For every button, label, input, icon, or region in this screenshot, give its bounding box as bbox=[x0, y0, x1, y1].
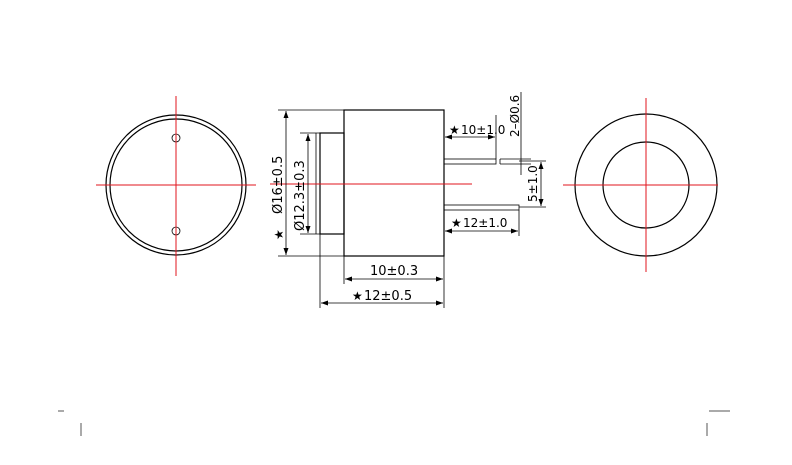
dim-pin-spacing: 5±1.0 bbox=[526, 165, 540, 202]
key-dim-star-pin-top: ★ bbox=[449, 123, 460, 137]
back-view bbox=[96, 96, 256, 276]
dim-outer-diameter: Ø16±0.5 bbox=[271, 156, 286, 214]
body-outline bbox=[343, 109, 445, 257]
dim-pin-length-bottom: 12±1.0 bbox=[463, 216, 507, 230]
key-dim-star-pin-bottom: ★ bbox=[451, 216, 462, 230]
dim-body-length: 10±0.3 bbox=[370, 264, 418, 279]
side-view: Ø16±0.5 ★ Ø12.3±0.3 10±0.3 ★ 12±0.5 ★ 10… bbox=[270, 92, 546, 308]
front-view bbox=[563, 98, 718, 272]
dim-pin-length-top: 10±1.0 bbox=[461, 123, 505, 137]
dim-inner-diameter: Ø12.3±0.3 bbox=[293, 160, 308, 231]
crop-marks bbox=[58, 410, 730, 436]
pin-top bbox=[443, 158, 497, 165]
dim-pin-diameter: 2–Ø0.6 bbox=[508, 95, 522, 137]
key-dim-star-outer: ★ bbox=[272, 229, 286, 240]
dim-total-length: 12±0.5 bbox=[364, 289, 412, 304]
pin-bottom bbox=[443, 204, 520, 211]
key-dim-star-total: ★ bbox=[352, 289, 363, 303]
